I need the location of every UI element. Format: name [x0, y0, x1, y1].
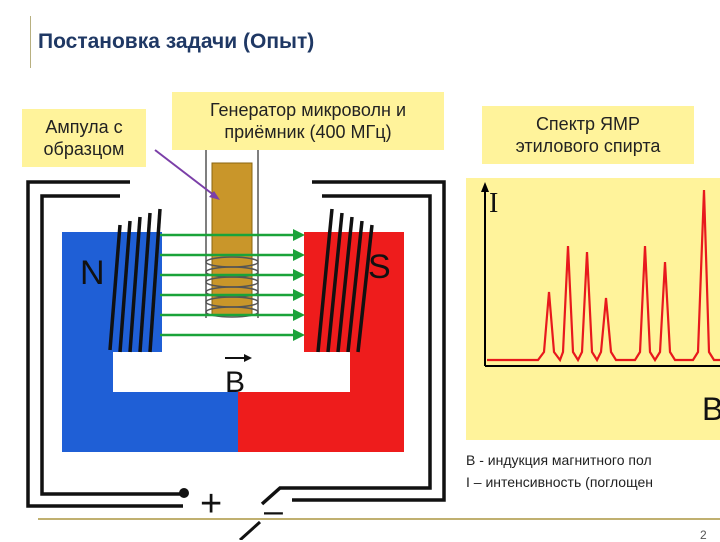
left-coil	[108, 208, 162, 353]
field-arrowheads	[293, 229, 305, 341]
spectrum-x-label: B	[702, 391, 720, 427]
plus-terminal: +	[200, 483, 222, 525]
spectrum-panel	[466, 178, 720, 440]
footer-divider	[38, 518, 720, 520]
ampoule-pointer-head	[209, 191, 220, 200]
legend-i-definition: I – интенсивность (поглощен	[466, 474, 653, 490]
rf-probe-coil	[205, 150, 259, 318]
magnetic-field-lines	[160, 233, 295, 337]
legend-b-definition: B - индукция магнитного пол	[466, 452, 652, 468]
minus-terminal: –	[264, 492, 283, 530]
generator-label-line1: Генератор микроволн и	[210, 100, 406, 120]
slide-title: Постановка задачи (Опыт)	[38, 30, 315, 53]
page-number: 2	[700, 528, 707, 542]
generator-label-line2: приёмник (400 МГц)	[224, 122, 392, 142]
vector-arrowhead	[244, 354, 252, 362]
sample-ampoule	[211, 162, 253, 316]
nmr-spectrum-trace	[487, 189, 720, 363]
ampoule-callout: Ампула с образцом	[22, 109, 146, 167]
generator-callout: Генератор микроволн и приёмник (400 МГц)	[172, 92, 444, 150]
north-label: N	[80, 254, 105, 292]
spectrum-y-arrow	[481, 182, 489, 192]
terminal-lead	[238, 520, 262, 540]
magnet-south-pole	[238, 232, 404, 452]
south-label: S	[368, 248, 391, 286]
spectrum-label-line2: этилового спирта	[515, 136, 661, 156]
title-divider	[30, 16, 31, 68]
spectrum-y-label: I	[489, 188, 498, 219]
coil-wire	[26, 180, 446, 508]
right-coil	[316, 208, 374, 353]
spectrum-label-line1: Спектр ЯМР	[535, 114, 641, 134]
ampoule-pointer	[154, 149, 216, 197]
terminal-dot	[179, 488, 189, 498]
field-b-label: B	[225, 366, 245, 399]
ampoule-label-line2: образцом	[43, 139, 125, 159]
spectrum-callout: Спектр ЯМР этилового спирта	[482, 106, 694, 164]
ampoule-label-line1: Ампула с	[45, 117, 123, 137]
